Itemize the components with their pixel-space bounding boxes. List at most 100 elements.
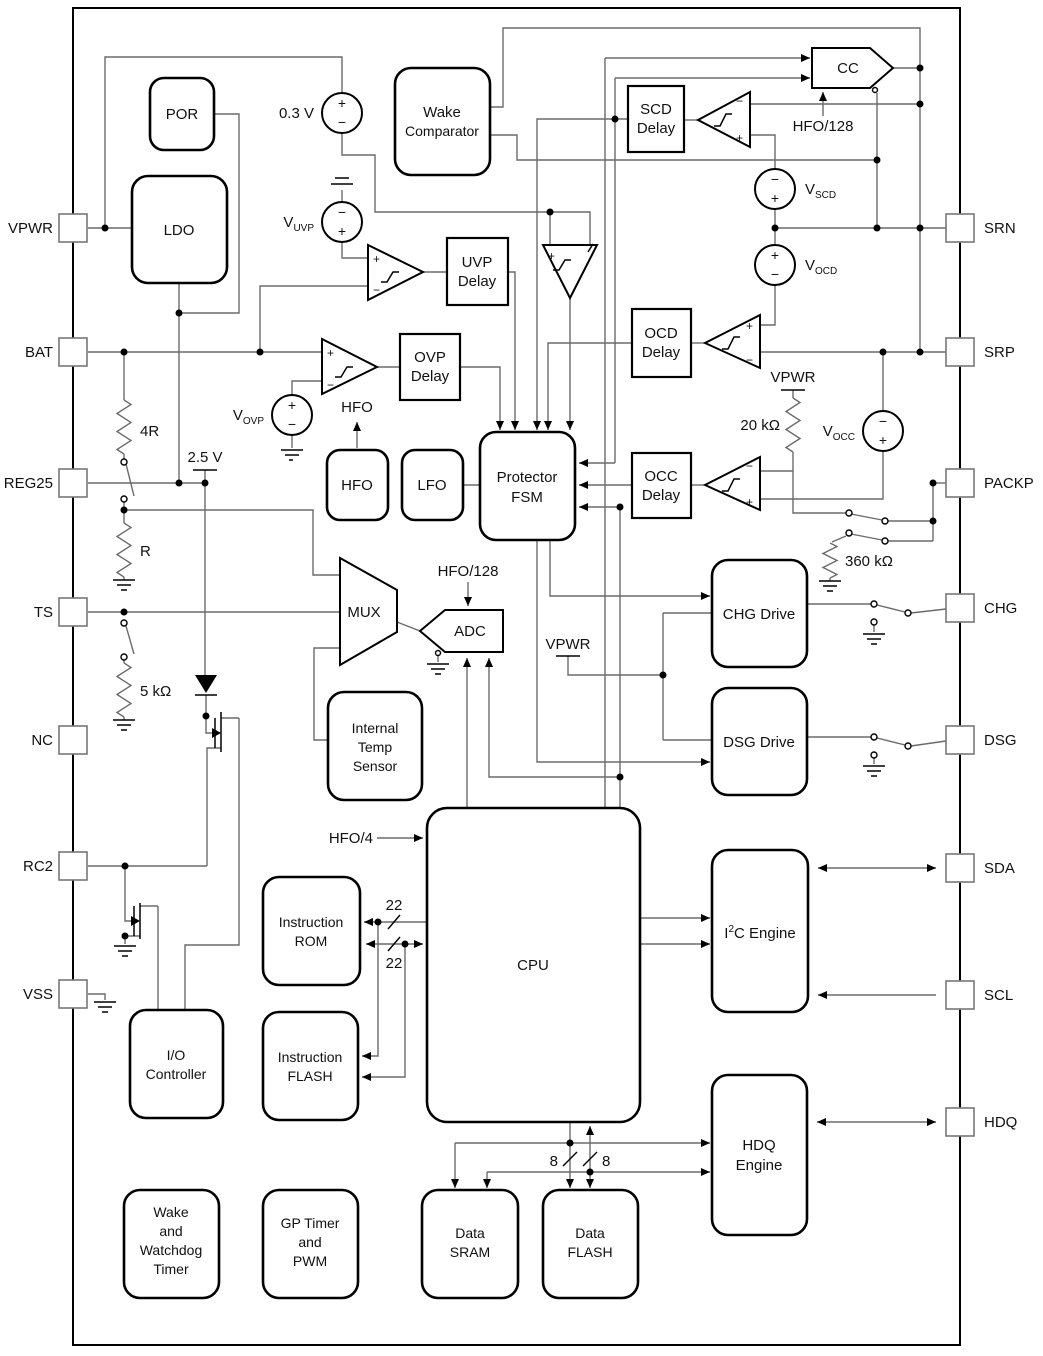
lfo-block: LFO [400, 448, 465, 522]
svg-text:HFO: HFO [341, 477, 373, 494]
ground-icon [114, 945, 136, 957]
pin-vss [58, 979, 88, 1009]
svg-text:+: + [736, 131, 743, 145]
bus-8-label: 8 [602, 1153, 610, 1170]
protector-fsm-block: Protector FSM [478, 430, 577, 542]
bus-22-label: 22 [386, 897, 403, 914]
pin-bat [58, 337, 88, 367]
plus-icon: + [288, 397, 296, 413]
svg-text:Data: Data [575, 1225, 605, 1241]
ground-icon [863, 633, 885, 645]
svg-text:FLASH: FLASH [287, 1068, 332, 1084]
svg-text:Delay: Delay [637, 120, 676, 137]
mux-block: MUX [339, 556, 398, 667]
hfo4-label: HFO/4 [329, 830, 373, 847]
svg-text:CC: CC [837, 60, 859, 77]
pin-reg25-label: REG25 [4, 475, 53, 492]
ldo-block: LDO [130, 174, 229, 285]
source-0v3-label: 0.3 V [279, 105, 314, 122]
pin-hdq [945, 1107, 975, 1137]
hfo-block: HFO [325, 448, 390, 522]
comparators: + − + − − + + − − + + [321, 90, 761, 512]
svg-text:Wake: Wake [153, 1204, 188, 1220]
svg-text:Temp: Temp [358, 739, 392, 755]
svg-text:+: + [373, 252, 380, 266]
ground-icon [863, 765, 885, 777]
svg-text:OVP: OVP [414, 349, 446, 366]
pin-sda [945, 853, 975, 883]
svg-text:SRAM: SRAM [450, 1244, 490, 1260]
pin-ts-label: TS [34, 604, 53, 621]
svg-text:CHG Drive: CHG Drive [723, 606, 796, 623]
pin-sda-label: SDA [984, 860, 1015, 877]
i2c-engine-block: I2C Engine [710, 848, 810, 1014]
ground-icon [331, 177, 353, 185]
chg-drive-block: CHG Drive [710, 558, 809, 669]
svg-text:Engine: Engine [736, 1157, 783, 1174]
ground-icon [281, 449, 303, 461]
plus-icon: + [771, 247, 779, 263]
svg-text:SCD: SCD [640, 101, 672, 118]
v25-label: 2.5 V [187, 449, 222, 466]
source-vocc: − + VOCC [823, 410, 904, 452]
svg-text:Sensor: Sensor [353, 758, 398, 774]
svg-text:LDO: LDO [164, 222, 195, 239]
bus-8-label: 8 [550, 1153, 558, 1170]
svg-text:FSM: FSM [511, 489, 543, 506]
source-vocd: + − VOCD [754, 244, 837, 286]
ovp-comparator: + − [321, 337, 380, 396]
resistor-20k-label: 20 kΩ [740, 417, 780, 434]
svg-text:Delay: Delay [458, 273, 497, 290]
instruction-flash-block: Instruction FLASH [261, 1010, 360, 1122]
minus-icon: − [338, 204, 346, 220]
pin-reg25 [58, 468, 88, 498]
pin-vpwr-label: VPWR [8, 220, 53, 237]
svg-text:ROM: ROM [295, 933, 328, 949]
pin-hdq-label: HDQ [984, 1114, 1017, 1131]
svg-text:Protector: Protector [497, 469, 558, 486]
svg-text:I/O: I/O [167, 1047, 186, 1063]
source-vscd: − + VSCD [754, 168, 836, 210]
pin-chg-label: CHG [984, 600, 1017, 617]
source-vocc-label: VOCC [823, 423, 855, 443]
minus-icon: − [288, 416, 296, 432]
pin-packp [945, 468, 975, 498]
svg-text:UVP: UVP [462, 254, 493, 271]
resistor-5k-label: 5 kΩ [140, 683, 171, 700]
uvp-delay-block: UVP Delay [445, 236, 510, 307]
pin-rc2-label: RC2 [23, 858, 53, 875]
pins: VPWR BAT REG25 TS NC RC2 VSS SRN SRP PAC… [4, 213, 1034, 1137]
svg-text:FLASH: FLASH [567, 1244, 612, 1260]
ground-symbols [94, 177, 885, 1013]
source-0v3: + − 0.3 V [279, 92, 363, 134]
mosfet-rc2-icon [131, 903, 141, 939]
svg-text:+: + [327, 346, 334, 360]
ground-icon [427, 663, 449, 675]
pin-bat-label: BAT [25, 344, 53, 361]
pin-dsg-label: DSG [984, 732, 1017, 749]
svg-text:−: − [746, 353, 753, 367]
ground-icon [113, 579, 135, 591]
svg-text:Internal: Internal [352, 720, 399, 736]
voltage-sources: + − 0.3 V − + VUVP + − VOVP − + VSCD + −… [233, 92, 904, 452]
svg-text:Delay: Delay [411, 368, 450, 385]
switch-contacts [120, 86, 912, 759]
svg-text:LFO: LFO [417, 477, 446, 494]
internal-temp-sensor-block: Internal Temp Sensor [326, 690, 424, 802]
svg-text:+: + [548, 249, 555, 263]
dsg-drive-block: DSG Drive [710, 686, 809, 797]
hfo128-adc-label: HFO/128 [438, 563, 499, 580]
svg-text:−: − [327, 378, 334, 392]
pin-dsg [945, 725, 975, 755]
adc-block: ADC [418, 609, 504, 653]
pin-chg [945, 593, 975, 623]
svg-text:Delay: Delay [642, 487, 681, 504]
pin-packp-label: PACKP [984, 475, 1034, 492]
instruction-rom-block: Instruction ROM [261, 875, 362, 987]
svg-text:HDQ: HDQ [742, 1137, 775, 1154]
pin-scl-label: SCL [984, 987, 1013, 1004]
source-vovp-label: VOVP [233, 407, 264, 427]
source-vscd-label: VSCD [805, 181, 836, 201]
